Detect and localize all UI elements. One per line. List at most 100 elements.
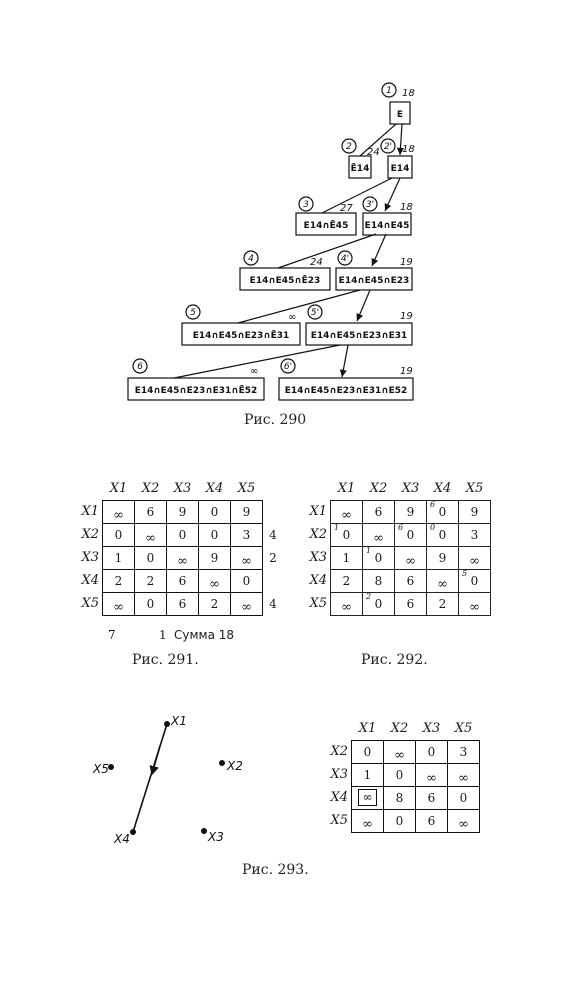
matrix-cell: ∞ bbox=[230, 545, 263, 570]
node4p-num: 4' bbox=[341, 254, 349, 264]
matrix-cell: 2 bbox=[330, 568, 363, 593]
matrix-cell: 8 bbox=[362, 568, 395, 593]
matrix-cell: 2 bbox=[134, 568, 167, 593]
fig292-caption: Рис. 292. bbox=[361, 652, 428, 668]
matrix-cell: ∞ bbox=[426, 568, 459, 593]
matrix-cell: 0 bbox=[102, 522, 135, 547]
row-header: X3 bbox=[330, 767, 348, 782]
col-header: X3 bbox=[422, 721, 441, 737]
node5-num: 5 bbox=[190, 308, 196, 318]
fig293-caption: Рис. 293. bbox=[242, 862, 309, 878]
point-label: X4 bbox=[113, 832, 130, 846]
matrix-cell: ∞ bbox=[198, 568, 231, 593]
row-header: X2 bbox=[81, 527, 99, 542]
matrix-cell: 9 bbox=[166, 499, 199, 524]
row-header: X5 bbox=[330, 813, 348, 828]
point-x5 bbox=[108, 764, 114, 770]
fig291-caption: Рис. 291. bbox=[132, 652, 199, 668]
matrix-cell: 0 bbox=[351, 739, 384, 764]
matrix-cell: ∞ bbox=[351, 808, 384, 833]
row-side-value bbox=[263, 500, 284, 523]
row-header: X5 bbox=[309, 596, 327, 611]
matrix-cell: ∞ bbox=[458, 591, 491, 616]
node5-label: E14∩E45∩E23∩Ē31 bbox=[193, 330, 290, 341]
point-label: X3 bbox=[207, 830, 224, 844]
row-header: X4 bbox=[81, 573, 99, 588]
point-x3 bbox=[201, 828, 207, 834]
node2p-value: 18 bbox=[402, 144, 415, 155]
node3p-num: 3' bbox=[366, 200, 374, 210]
matrix-cell: 2 bbox=[426, 591, 459, 616]
matrix-cell: 0 bbox=[134, 591, 167, 616]
node6-value: ∞ bbox=[250, 366, 258, 377]
matrix-cell: 3 bbox=[458, 522, 491, 547]
node5-value: ∞ bbox=[288, 312, 296, 323]
node1-label: E bbox=[397, 110, 403, 120]
node2-label: Ē14 bbox=[351, 163, 370, 174]
matrix-cell: 0 bbox=[198, 522, 231, 547]
fig290-tree: 1 2 2' 3 3' 4 4' 5 5' 6 6' 18 24 18 27 1… bbox=[127, 82, 415, 401]
matrix-cell: ∞ bbox=[102, 499, 135, 524]
matrix-cell: ∞ bbox=[330, 591, 363, 616]
point-label: X1 bbox=[170, 714, 187, 728]
matrix-cell: 3 bbox=[230, 522, 263, 547]
fig293-matrix: X1 X2 X3 X5 X2 0 ∞ 0 3 X3 1 0 ∞ ∞ X4 ∞ 8… bbox=[324, 718, 480, 833]
node6-num: 6 bbox=[137, 362, 143, 372]
node3-label: E14∩Ē45 bbox=[304, 220, 349, 231]
node2p-label: E14 bbox=[391, 164, 410, 174]
col-header: X3 bbox=[401, 481, 420, 497]
matrix-cell: ∞ bbox=[447, 762, 480, 787]
node2-value: 24 bbox=[367, 147, 380, 158]
matrix-cell: ∞ bbox=[394, 545, 427, 570]
matrix-cell: ∞ bbox=[447, 808, 480, 833]
node4p-value: 19 bbox=[400, 257, 413, 268]
matrix-cell: ∞ bbox=[458, 545, 491, 570]
matrix-cell-boxed: ∞ bbox=[351, 785, 384, 810]
fig291-bottom-mid: 1 bbox=[159, 628, 167, 642]
matrix-cell: 9 bbox=[394, 499, 427, 524]
matrix-cell: ∞ bbox=[362, 522, 395, 547]
fig291-matrix: X1 X2 X3 X4 X5 X1 ∞ 6 9 0 9 X2 0 ∞ 0 0 3… bbox=[75, 478, 283, 616]
col-header: X1 bbox=[337, 481, 356, 497]
col-header: X4 bbox=[433, 481, 452, 497]
matrix-cell: 2 bbox=[198, 591, 231, 616]
col-header: X5 bbox=[454, 721, 473, 737]
matrix-cell: 6 bbox=[415, 785, 448, 810]
node2p-num: 2' bbox=[384, 142, 392, 152]
matrix-cell: 0 bbox=[134, 545, 167, 570]
fig291-sum: Сумма 18 bbox=[174, 628, 235, 642]
matrix-cell: 9 bbox=[230, 499, 263, 524]
matrix-cell: 8 bbox=[383, 785, 416, 810]
node4-value: 24 bbox=[310, 257, 323, 268]
fig291-bottom-left: 7 bbox=[108, 628, 116, 642]
node3p-value: 18 bbox=[400, 202, 413, 213]
matrix-cell: 6 bbox=[134, 499, 167, 524]
row-header: X3 bbox=[81, 550, 99, 565]
edge-x1-x4 bbox=[132, 723, 168, 833]
col-header: X1 bbox=[358, 721, 377, 737]
point-x2 bbox=[219, 760, 225, 766]
col-header: X5 bbox=[237, 481, 256, 497]
row-header: X1 bbox=[309, 504, 327, 519]
col-header: X5 bbox=[465, 481, 484, 497]
point-x1 bbox=[164, 721, 170, 727]
matrix-cell: 0 bbox=[447, 785, 480, 810]
fig293-graph: X1 X2 X3 X4 X5 bbox=[92, 714, 243, 846]
node6p-num: 6' bbox=[284, 362, 292, 372]
matrix-cell: 9 bbox=[198, 545, 231, 570]
col-header: X1 bbox=[109, 481, 128, 497]
matrix-cell: 6 bbox=[362, 499, 395, 524]
node3-num: 3 bbox=[303, 200, 309, 210]
node6-label: E14∩E45∩E23∩E31∩Ē52 bbox=[135, 385, 258, 396]
matrix-cell: ∞ bbox=[415, 762, 448, 787]
matrix-cell: ∞ bbox=[230, 591, 263, 616]
matrix-cell: 6 bbox=[415, 808, 448, 833]
matrix-cell: 0 bbox=[415, 739, 448, 764]
matrix-cell: ∞ bbox=[134, 522, 167, 547]
matrix-cell: 9 bbox=[426, 545, 459, 570]
node3p-label: E14∩E45 bbox=[365, 221, 410, 231]
